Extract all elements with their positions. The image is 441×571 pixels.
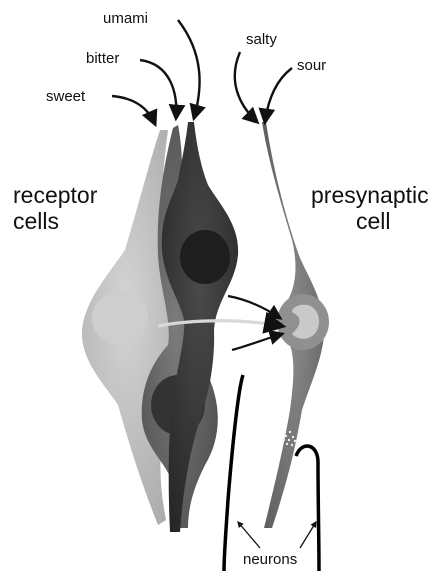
presynaptic-cell-label-line1: presynaptic bbox=[311, 182, 429, 208]
salty-label: salty bbox=[246, 31, 277, 48]
sweet-cell-nucleus bbox=[92, 292, 148, 344]
sour-label: sour bbox=[297, 57, 326, 74]
umami-arrow bbox=[178, 20, 200, 118]
signal-arrow-bottom bbox=[232, 334, 282, 350]
receptor-cells-label-line2: cells bbox=[13, 208, 59, 234]
receptor-cells-label-line1: receptor bbox=[13, 182, 98, 208]
neurons-pointer-left bbox=[238, 522, 260, 548]
signal-arrow-top bbox=[228, 296, 280, 318]
salty-arrow bbox=[235, 52, 257, 122]
bitter-label: bitter bbox=[86, 50, 119, 67]
umami-label: umami bbox=[103, 10, 148, 27]
sour-arrow bbox=[265, 68, 292, 122]
umami-cell-nucleus bbox=[180, 230, 230, 284]
sweet-arrow bbox=[112, 96, 155, 124]
sweet-label: sweet bbox=[46, 88, 86, 105]
neurons-label: neurons bbox=[243, 551, 297, 568]
presynaptic-cell-label-line2: cell bbox=[356, 208, 391, 234]
neurons-pointer-right bbox=[300, 522, 316, 548]
neuron-left bbox=[224, 375, 243, 571]
neuron-right bbox=[296, 446, 319, 571]
